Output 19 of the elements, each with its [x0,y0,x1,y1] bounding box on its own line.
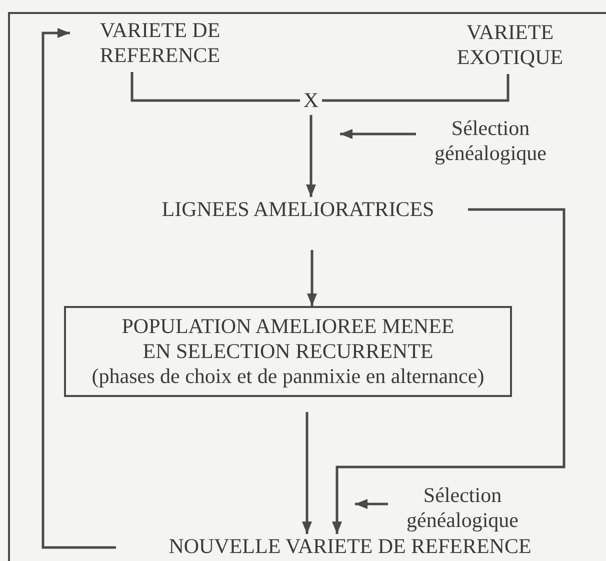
arrow [306,115,316,197]
process-box [64,306,512,397]
node-label: Sélection généalogique [418,116,563,166]
arrow [340,129,416,139]
node-label: Sélection généalogique [390,483,535,533]
arrow [355,499,388,509]
arrow [302,412,312,534]
node-label: LIGNEES AMELIORATRICES [128,197,468,222]
arrow [42,28,116,549]
node-label: VARIETE EXOTIQUE [440,20,580,70]
arrow [307,250,317,306]
box-title: POPULATION AMELIOREE MENEE EN SELECTION RECURRENTE [120,314,456,364]
arrow [332,208,566,534]
node-label: NOUVELLE VARIETE DE REFERENCE [120,534,580,559]
connector-line [130,72,300,102]
cross-symbol: X [300,88,322,113]
node-label: VARIETE DE REFERENCE [68,18,252,68]
box-note: (phases de choix et de panmixie en alternance) [90,364,486,389]
connector-line [322,74,510,102]
